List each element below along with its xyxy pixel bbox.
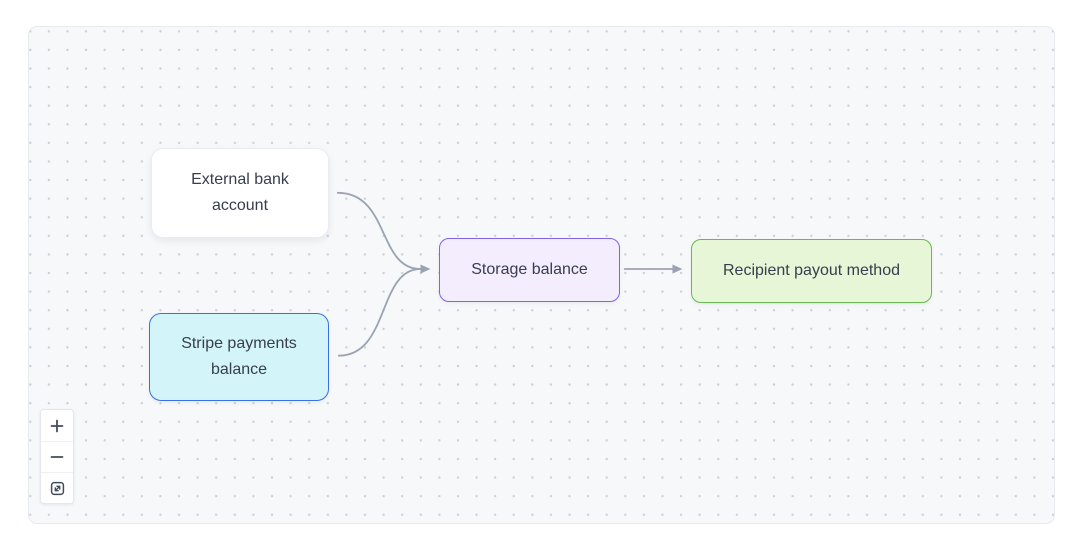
node-external-bank-account[interactable]: External bank account — [151, 148, 329, 238]
node-label: Storage balance — [471, 261, 588, 278]
expand-diagonal-icon — [50, 481, 64, 495]
fit-view-button[interactable] — [41, 472, 73, 503]
edge-stripe-to-storage[interactable] — [337, 268, 422, 357]
canvas-controls — [40, 409, 74, 504]
node-label: Recipient payout method — [723, 262, 900, 279]
flow-canvas[interactable]: External bank account Stripe payments ba… — [28, 26, 1055, 524]
node-storage-balance[interactable]: Storage balance — [439, 238, 620, 302]
zoom-out-button[interactable] — [41, 441, 73, 472]
node-label: External bank account — [191, 171, 289, 214]
node-stripe-payments-balance[interactable]: Stripe payments balance — [149, 313, 329, 401]
node-recipient-payout-method[interactable]: Recipient payout method — [691, 239, 932, 303]
edge-layer — [336, 191, 683, 357]
minus-icon — [50, 456, 64, 458]
zoom-in-button[interactable] — [41, 410, 73, 441]
edge-external-to-storage[interactable] — [336, 191, 431, 274]
plus-icon — [50, 419, 64, 432]
node-label: Stripe payments balance — [181, 335, 297, 378]
